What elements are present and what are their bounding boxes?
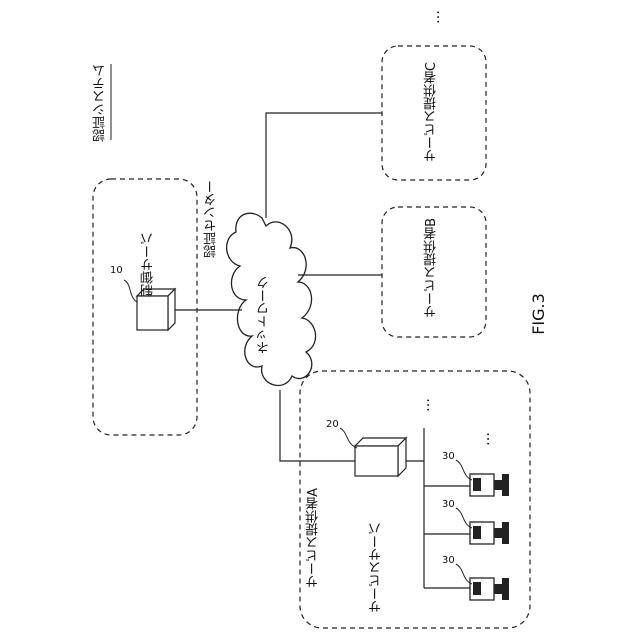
terminal-3 — [470, 578, 509, 600]
terminal-1 — [470, 474, 509, 496]
terminal-2 — [470, 522, 509, 544]
service-server-box — [355, 438, 406, 476]
service-server-label: サービスサーバ — [370, 522, 383, 613]
control-server-leader — [124, 280, 137, 302]
network-label: ネットワーク — [258, 276, 271, 354]
provider-a-label: サービス提供者A — [307, 488, 320, 588]
link-network-provider-c — [266, 113, 382, 218]
ellipsis-top: … — [428, 10, 442, 24]
link-network-service-server — [280, 390, 355, 461]
terminal-3-ref: 30 — [442, 556, 455, 566]
service-server-leader — [340, 428, 357, 448]
service-server-ref: 20 — [326, 420, 339, 430]
figure-label: FIG.3 — [531, 293, 547, 335]
terminal-2-ref: 30 — [442, 500, 455, 510]
control-server-ref: 10 — [110, 266, 123, 276]
provider-b-label: サービス提供者B — [425, 218, 438, 318]
control-server-label: 制御サーバ — [142, 232, 155, 297]
ellipsis-provider-a: … — [418, 398, 432, 412]
system-title: 認証システム — [94, 64, 107, 142]
provider-c-label: サービス提供者C — [425, 62, 438, 162]
terminal-1-ref: 30 — [442, 452, 455, 462]
auth-center-label: 認証センター — [205, 180, 218, 258]
ellipsis-terminals: … — [478, 432, 492, 446]
